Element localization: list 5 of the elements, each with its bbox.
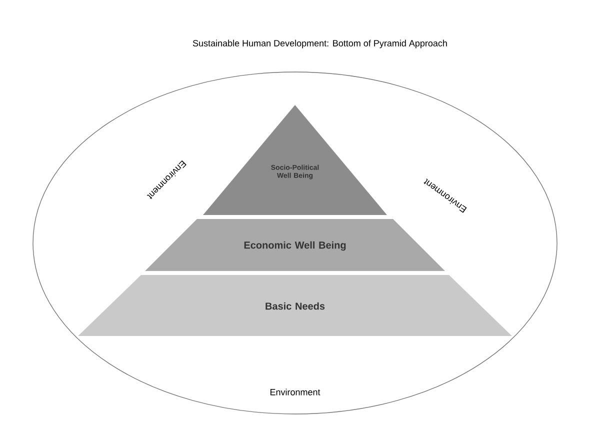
environment-ellipse bbox=[32, 72, 558, 414]
pyramid-tier: Economic Well Being bbox=[145, 219, 445, 271]
title: Sustainable Human Development: Bottom of Pyramid Approach bbox=[192, 40, 447, 48]
pyramid-tier: Basic Needs bbox=[78, 275, 512, 336]
environment-label: Environment bbox=[270, 388, 320, 396]
